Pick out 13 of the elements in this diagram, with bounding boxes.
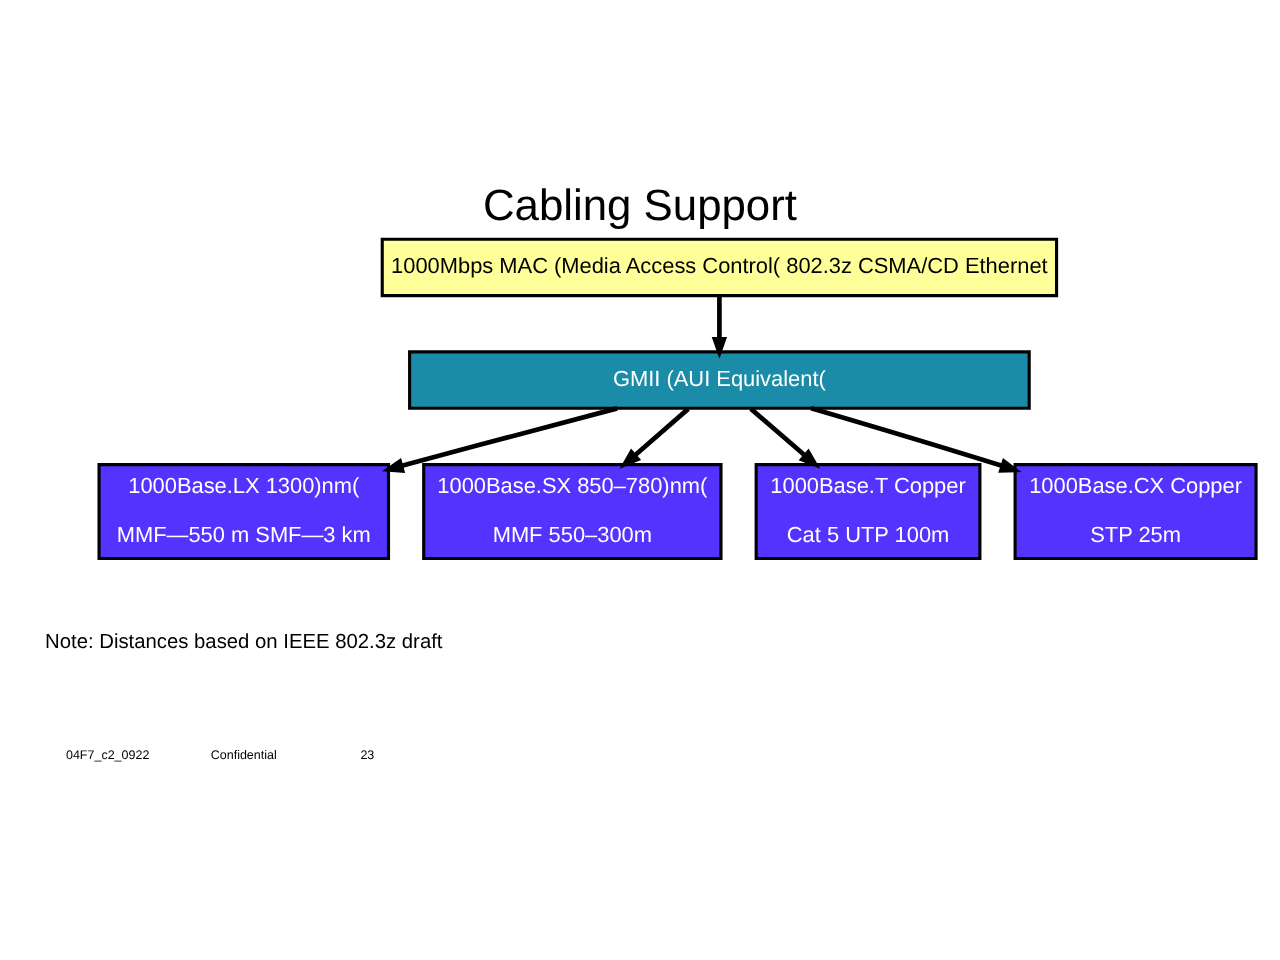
node-box: 1000Base.T Copper Cat 5 UTP 100m — [754, 462, 982, 559]
arrow — [749, 406, 821, 468]
diagram-title: Cabling Support — [483, 178, 797, 229]
node-box: 1000Mbps MAC (Media Access Control( 802.3z CSMA/CD Ethernet — [380, 236, 1059, 297]
node-box: 1000Base.SX 850–780)nm( MMF 550–300m — [422, 462, 723, 559]
arrow — [711, 295, 728, 358]
node-box: GMII (AUI Equivalent( — [408, 349, 1031, 409]
arrow — [381, 405, 618, 472]
label: Note: Distances based on IEEE 802.3z draft — [45, 631, 443, 654]
node-box: 1000Base.LX 1300)nm( MMF—550 m SMF—3 km — [97, 462, 391, 559]
node-box: 1000Base.CX Copper STP 25m — [1013, 462, 1258, 559]
arrow — [810, 405, 1022, 472]
arrow — [619, 406, 690, 468]
